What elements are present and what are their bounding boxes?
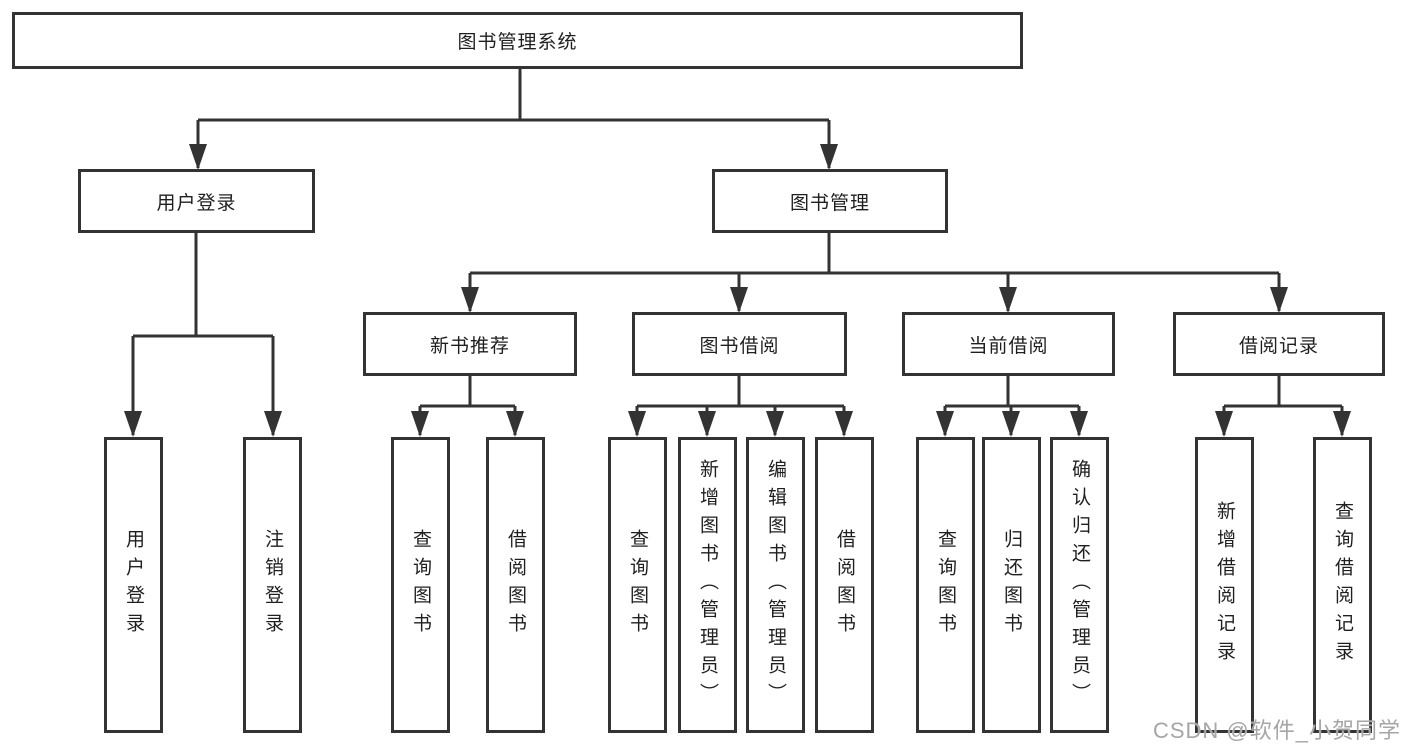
connector-borrow-records-children	[1222, 376, 1344, 435]
leaf-bb-edit-book-admin: 编辑图书（管理员）	[746, 437, 805, 733]
leaf-nb-query-book: 查询图书	[391, 437, 450, 733]
leaf-nb-borrow-book-label: 借阅图书	[505, 529, 526, 641]
leaf-br-add-record-label: 新增借阅记录	[1214, 501, 1235, 669]
leaf-user-login: 用户登录	[104, 437, 163, 733]
leaf-nb-query-book-label: 查询图书	[410, 529, 431, 641]
node-user-login-label: 用户登录	[156, 192, 237, 214]
leaf-cb-query-book-label: 查询图书	[935, 529, 956, 641]
node-user-login: 用户登录	[78, 169, 315, 233]
leaf-logout-login: 注销登录	[243, 437, 302, 733]
node-borrow-records-label: 借阅记录	[1238, 335, 1319, 357]
leaf-cb-return-book-label: 归还图书	[1001, 529, 1022, 641]
leaf-bb-borrow-book: 借阅图书	[815, 437, 874, 733]
node-current-borrow-label: 当前借阅	[968, 335, 1049, 357]
leaf-nb-borrow-book: 借阅图书	[486, 437, 545, 733]
leaf-bb-edit-book-admin-label: 编辑图书（管理员）	[765, 459, 786, 711]
leaf-bb-borrow-book-label: 借阅图书	[834, 529, 855, 641]
connector-root-to-level2	[196, 68, 831, 168]
node-root: 图书管理系统	[12, 12, 1023, 69]
watermark: CSDN @软件_小贺同学	[1152, 718, 1401, 743]
node-new-book-recommend: 新书推荐	[363, 312, 577, 376]
leaf-cb-confirm-return-admin: 确认归还（管理员）	[1050, 437, 1109, 733]
connector-user-login-children	[131, 233, 275, 435]
node-book-borrow: 图书借阅	[632, 312, 847, 376]
leaf-cb-query-book: 查询图书	[916, 437, 975, 733]
node-new-book-recommend-label: 新书推荐	[429, 335, 510, 357]
leaf-bb-add-book-admin: 新增图书（管理员）	[678, 437, 737, 733]
connector-new-book-children	[418, 376, 517, 435]
leaf-cb-return-book: 归还图书	[982, 437, 1041, 733]
connector-book-borrow-children	[635, 376, 846, 435]
node-book-management-label: 图书管理	[789, 192, 870, 214]
node-book-borrow-label: 图书借阅	[699, 335, 780, 357]
node-current-borrow: 当前借阅	[902, 312, 1115, 376]
leaf-cb-confirm-return-admin-label: 确认归还（管理员）	[1069, 459, 1090, 711]
node-book-management: 图书管理	[712, 169, 948, 233]
leaf-br-query-record-label: 查询借阅记录	[1332, 501, 1353, 669]
leaf-br-query-record: 查询借阅记录	[1313, 437, 1372, 733]
leaf-user-login-label: 用户登录	[123, 529, 144, 641]
leaf-bb-add-book-admin-label: 新增图书（管理员）	[697, 459, 718, 711]
leaf-br-add-record: 新增借阅记录	[1195, 437, 1254, 733]
arrowheads	[124, 144, 1351, 437]
node-borrow-records: 借阅记录	[1173, 312, 1385, 376]
leaf-bb-query-book: 查询图书	[608, 437, 667, 733]
connector-book-management-sections	[468, 233, 1281, 311]
leaf-bb-query-book-label: 查询图书	[627, 529, 648, 641]
leaf-logout-login-label: 注销登录	[262, 529, 283, 641]
node-root-label: 图书管理系统	[457, 32, 578, 53]
